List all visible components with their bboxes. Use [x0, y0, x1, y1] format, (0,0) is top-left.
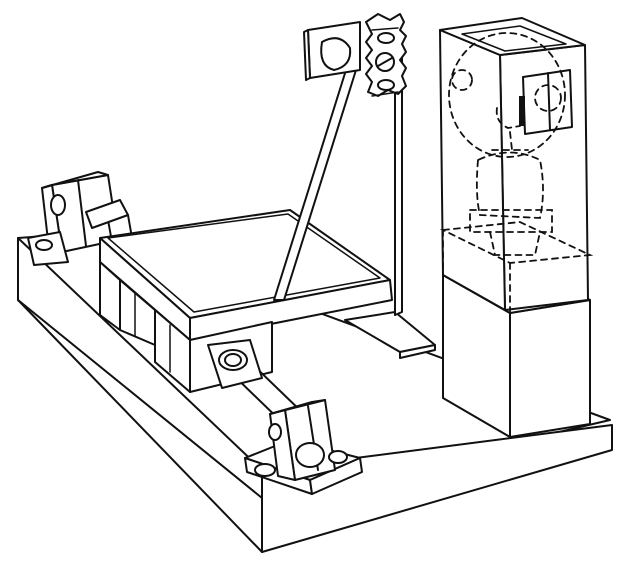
- pillow-block-rear: [27, 171, 133, 266]
- razor-blade: [365, 13, 407, 97]
- shaft-rear: [85, 199, 129, 229]
- tower-hidden-lines: [439, 32, 594, 314]
- slide-plate: [344, 311, 436, 359]
- sliding-table: [99, 209, 393, 341]
- pillow-block-front: [244, 399, 363, 495]
- tower-upper-box: [439, 17, 589, 311]
- support-plate: [394, 57, 403, 316]
- blade-holder: [303, 21, 361, 81]
